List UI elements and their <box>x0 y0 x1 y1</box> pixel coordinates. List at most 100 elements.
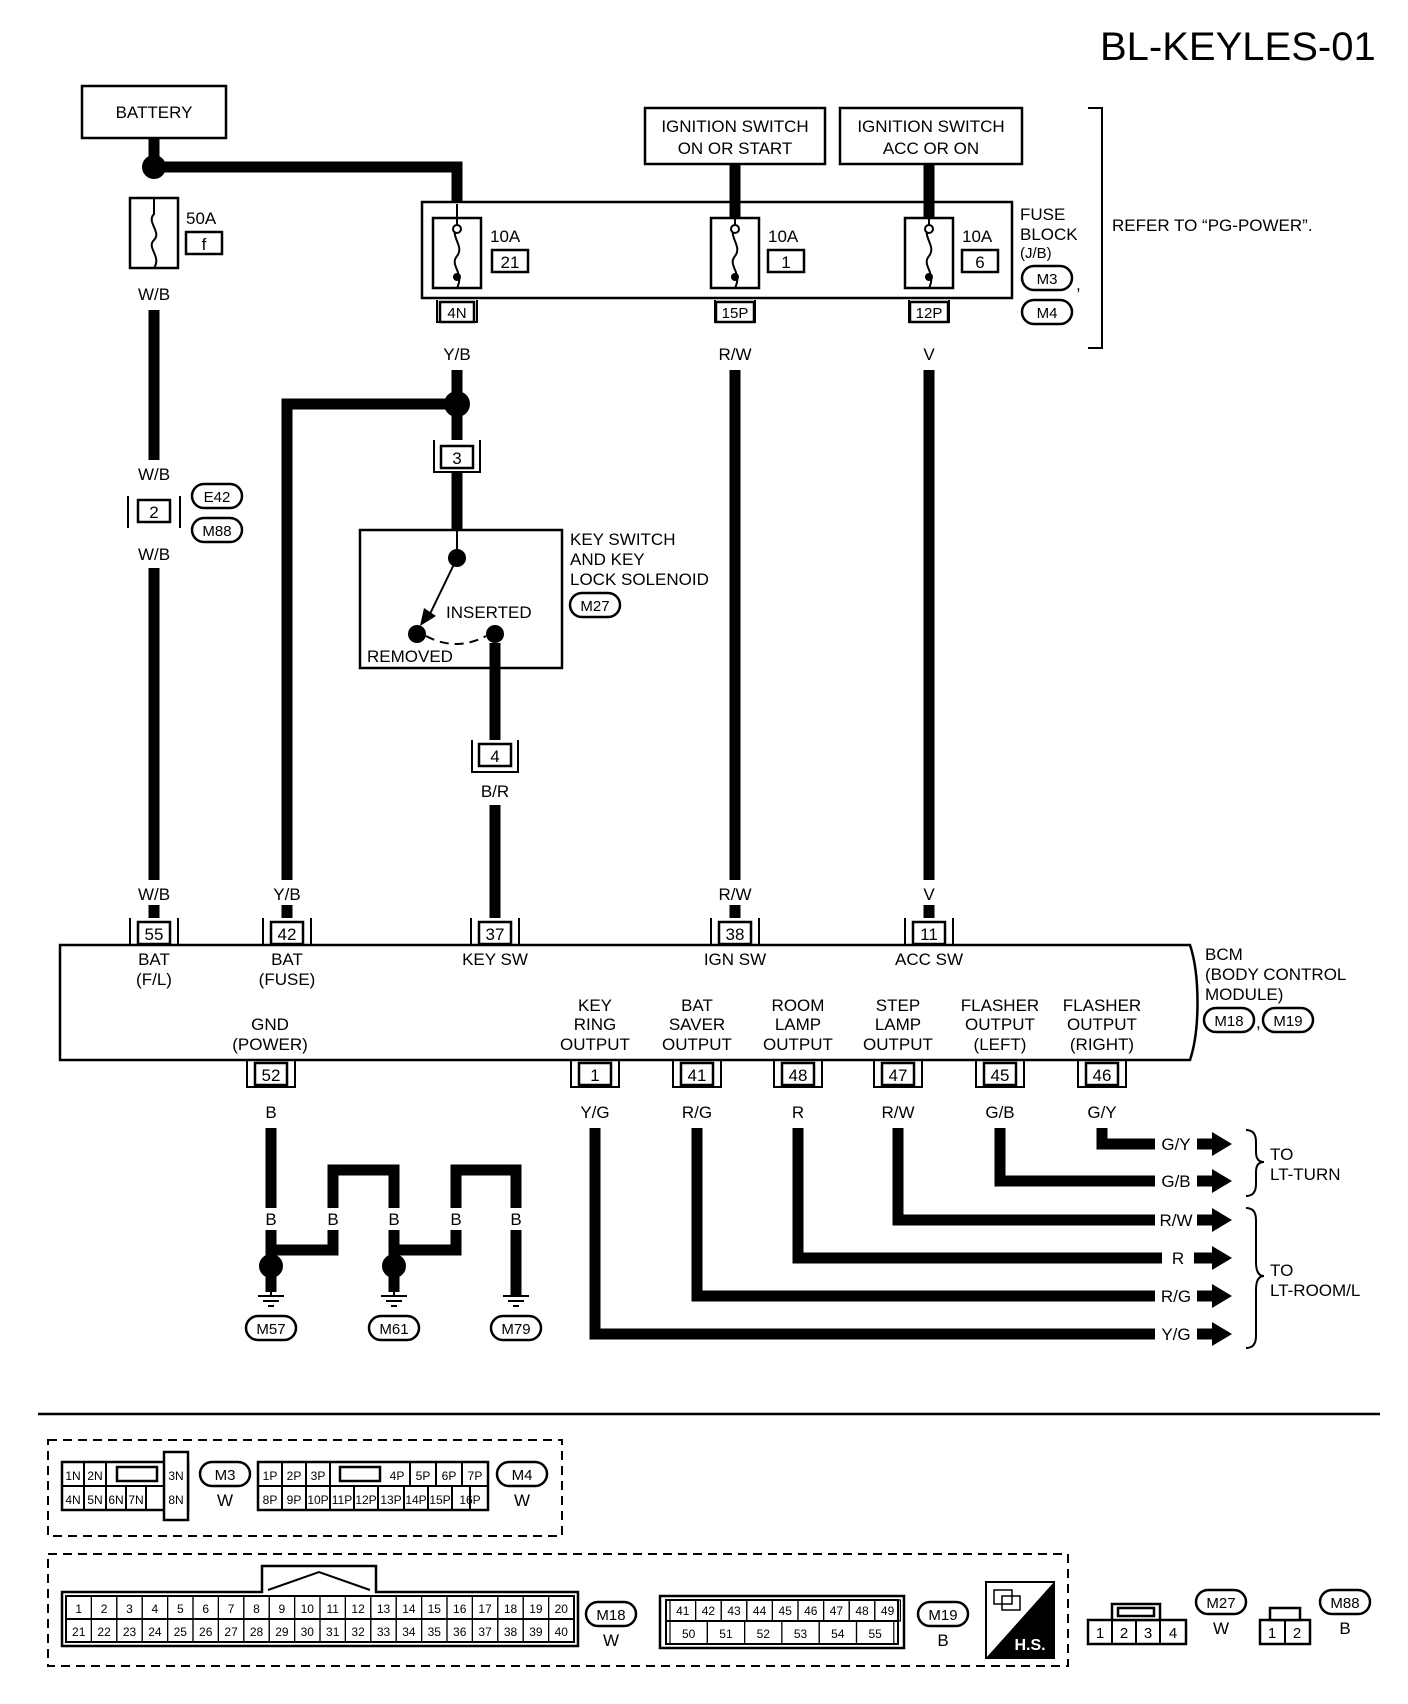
svg-text:15P: 15P <box>429 1493 450 1507</box>
key-switch-travel <box>425 635 487 645</box>
svg-text:45: 45 <box>991 1066 1010 1085</box>
wire-color-rw-1: R/W <box>718 345 751 364</box>
wire-rg-out <box>691 1128 1212 1302</box>
connector-m3: 1N 2N 3N 4N 5N 6N 7N 8N <box>60 1450 190 1522</box>
connector-m3-name: M3 <box>215 1467 236 1484</box>
m18-bottom-pin-label: 30 <box>301 1625 315 1639</box>
svg-text:2: 2 <box>1120 1625 1128 1642</box>
key-switch-conn-oval <box>568 591 622 619</box>
fuse-1-rating: 10A <box>768 227 799 246</box>
svg-text:12P: 12P <box>916 305 943 322</box>
m19-bottom-pin-label: 52 <box>757 1627 771 1641</box>
wire-color-yb-1: Y/B <box>443 345 470 364</box>
gnd-label-bg-3 <box>383 1208 405 1230</box>
svg-text:16P: 16P <box>459 1493 480 1507</box>
wire-color-b-gnd: B <box>265 1103 276 1122</box>
svg-text:1: 1 <box>1096 1625 1104 1642</box>
m18-bottom-pin-label: 21 <box>72 1625 86 1639</box>
brace-lt-turn <box>1245 1129 1265 1197</box>
connector-m3-oval <box>198 1460 252 1488</box>
key-switch-pin-4: 4 <box>471 740 519 773</box>
m18-top-pin-label: 4 <box>152 1602 159 1616</box>
m19-top-pin-label: 44 <box>753 1604 767 1618</box>
bcm-pin-11: 11 ACC SW <box>895 905 963 969</box>
battery-label: BATTERY <box>116 103 193 122</box>
ground-symbol-m79 <box>503 1295 529 1307</box>
label-bg-gb <box>1155 1169 1197 1193</box>
svg-text:4N: 4N <box>65 1493 80 1507</box>
svg-text:48: 48 <box>789 1066 808 1085</box>
m18-top-pin-label: 11 <box>326 1602 339 1616</box>
fuse-6-bottom-terminal <box>925 273 933 281</box>
gnd-label-bg-4 <box>445 1208 467 1230</box>
connector-m27-name: M27 <box>1206 1595 1235 1612</box>
wire-color-b-gnd-1: B <box>265 1210 276 1229</box>
svg-text:6N: 6N <box>108 1493 123 1507</box>
svg-text:7P: 7P <box>468 1469 483 1483</box>
m19-top-pin-label: 48 <box>855 1604 869 1618</box>
dest-room-1: TO <box>1270 1261 1293 1280</box>
arrow-gy <box>1212 1132 1232 1156</box>
m18-top-pin-label: 17 <box>478 1602 492 1616</box>
wire-color-gy-1: G/Y <box>1087 1103 1116 1122</box>
bcm-p45-label-1: FLASHER <box>961 996 1039 1015</box>
ground-m79: M79 <box>501 1321 530 1338</box>
svg-text:7N: 7N <box>128 1493 143 1507</box>
fuse-block-comma: , <box>1076 275 1081 294</box>
m19-top-pin-label: 47 <box>830 1604 844 1618</box>
wire-rw-out <box>892 1128 1212 1226</box>
bcm-label-2: (BODY CONTROL <box>1205 965 1346 984</box>
m18-bottom-pin-label: 28 <box>250 1625 264 1639</box>
arrow-rw <box>1212 1208 1232 1232</box>
wire-yg-out <box>589 1128 1212 1340</box>
wire-color-rg-1: R/G <box>682 1103 712 1122</box>
svg-text:9P: 9P <box>287 1493 302 1507</box>
arrow-gb <box>1212 1169 1232 1193</box>
fuse-6-rating: 10A <box>962 227 993 246</box>
wire-color-b-gnd-2: B <box>327 1210 338 1229</box>
bcm-p48-label-2: LAMP <box>775 1015 821 1034</box>
key-switch-removed-contact <box>408 625 426 643</box>
pin-4n: 4N <box>436 300 478 324</box>
connector-m18-name: M18 <box>596 1607 625 1624</box>
m18-bottom-pin-label: 31 <box>326 1625 340 1639</box>
ground-symbol-m61 <box>381 1290 407 1307</box>
svg-text:5N: 5N <box>87 1493 102 1507</box>
label-bg-yg <box>1155 1322 1197 1346</box>
pin-12p: 12P <box>908 300 950 324</box>
bcm-pin-55: 55 BAT (F/L) <box>129 905 179 989</box>
bcm-p48-label-1: ROOM <box>772 996 825 1015</box>
m19-top-pin-label: 41 <box>676 1604 690 1618</box>
bcm-p41-label-1: BAT <box>681 996 713 1015</box>
fuse-block-label-3: (J/B) <box>1020 245 1052 262</box>
wire-yb-to-bcm-42 <box>281 398 457 880</box>
wire-color-gb-2: G/B <box>1161 1172 1190 1191</box>
connector-panel-1 <box>47 1439 563 1537</box>
bcm-gnd-label-2: (POWER) <box>232 1035 308 1054</box>
ground-symbol-m57 <box>258 1290 284 1307</box>
wire-color-b-gnd-3: B <box>388 1210 399 1229</box>
wire-color-gy-2: G/Y <box>1161 1135 1190 1154</box>
arrow-yg <box>1212 1322 1232 1346</box>
arrow-rg <box>1212 1284 1232 1308</box>
bcm-p46-label-2: OUTPUT <box>1067 1015 1137 1034</box>
wire-gb-out <box>994 1128 1212 1187</box>
fuse-50a-id: f <box>202 235 207 254</box>
connector-m19-color: B <box>937 1631 948 1650</box>
wire-color-wb-4: W/B <box>138 885 170 904</box>
svg-text:52: 52 <box>262 1066 281 1085</box>
connector-m18-oval <box>584 1600 638 1628</box>
ignition-acc-on-label-2: ACC OR ON <box>883 139 979 158</box>
gnd-splice-1 <box>259 1254 283 1278</box>
key-switch-label-1: KEY SWITCH <box>570 530 675 549</box>
pin-15p: 15P <box>714 300 756 324</box>
bcm-conn-m18: M18 <box>1214 1013 1243 1030</box>
arrow-r <box>1212 1246 1232 1270</box>
bcm-pin-52: 52 <box>246 1060 296 1088</box>
svg-text:47: 47 <box>889 1066 908 1085</box>
bcm-p47-label-2: LAMP <box>875 1015 921 1034</box>
ground-m61: M61 <box>379 1321 408 1338</box>
bcm-pin-45: 45 <box>975 1060 1025 1088</box>
wire-battery-feed <box>148 138 463 204</box>
